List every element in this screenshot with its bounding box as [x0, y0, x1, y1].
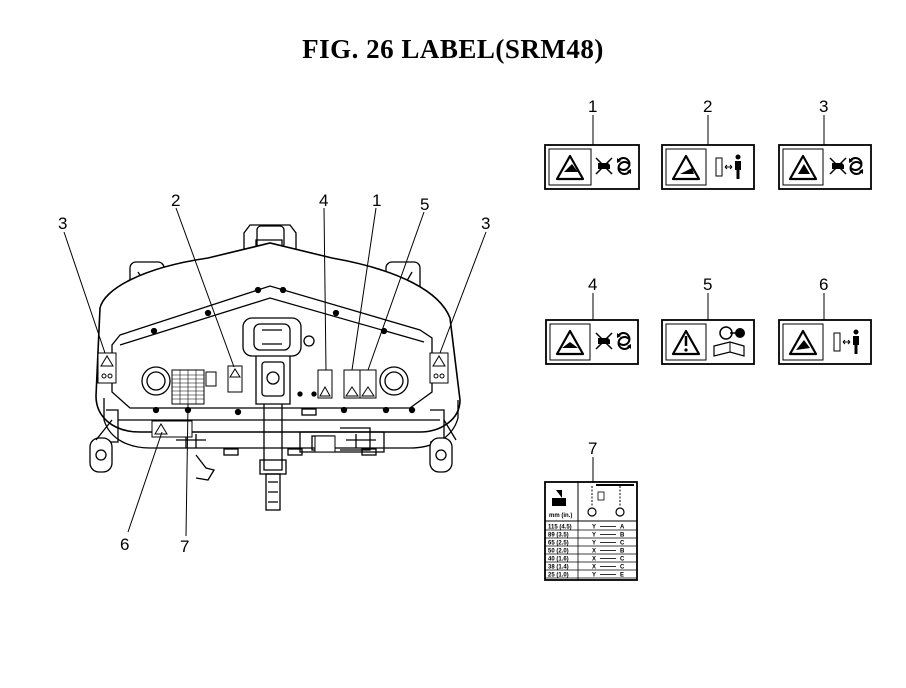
label-3-number: 3 [819, 97, 828, 116]
callout-4: 4 [319, 191, 328, 210]
label-7-cell: 25 (1.0) [548, 573, 569, 579]
label-2-number: 2 [703, 97, 712, 116]
label-7-cell: C [620, 541, 625, 547]
label-4-number: 4 [588, 275, 597, 294]
label-7-cell: 50 (2.0) [548, 549, 569, 555]
label-7-cell: X [592, 549, 596, 555]
callout-2: 2 [171, 191, 180, 210]
label-7-cell: B [620, 533, 625, 539]
callout-3-right: 3 [481, 214, 490, 233]
label-7-cell: A [620, 525, 625, 531]
machine-leader-lines [63, 207, 487, 537]
label-7-unit-header: mm (in.) [549, 513, 572, 519]
label-7-cell: C [620, 565, 625, 571]
label-3-decal: 3 [778, 97, 872, 190]
label-2-decal: 2 [661, 97, 755, 190]
label-7-cell: Y [592, 541, 596, 547]
label-6-number: 6 [819, 275, 828, 294]
machine-decals [97, 352, 449, 453]
callout-7: 7 [180, 537, 189, 556]
label-7-cell: Y [592, 573, 596, 579]
label-1-number: 1 [588, 97, 597, 116]
label-6-decal: 6 [778, 275, 872, 365]
label-7-cell: X [592, 565, 596, 571]
label-1-decal: 1 [544, 97, 640, 190]
label-7-cell: C [620, 557, 625, 563]
machine-callout-numbers: 3 2 4 1 5 3 6 7 [58, 191, 490, 556]
label-7-number: 7 [588, 439, 597, 458]
label-7-cell: B [620, 549, 625, 555]
label-7-cell: 65 (2.5) [548, 541, 569, 547]
label-7-cell: Y [592, 525, 596, 531]
label-7-cell: Y [592, 533, 596, 539]
label-5-decal: 5 [661, 275, 755, 365]
callout-3-left: 3 [58, 214, 67, 233]
label-4-decal: 4 [545, 275, 639, 365]
label-5-number: 5 [703, 275, 712, 294]
callout-1: 1 [372, 191, 381, 210]
label-7-cell: 89 (3.5) [548, 533, 569, 539]
label-7-cell: X [592, 557, 596, 563]
label-7-decal: 7 mm (in.) 115 (4.5) Y A 89 (3.5) Y B 65 (2.5)… [544, 439, 638, 581]
figure-title: FIG. 26 LABEL(SRM48) [302, 34, 604, 64]
label-7-cell: 40 (1.6) [548, 557, 569, 563]
label-7-cell: 115 (4.5) [548, 525, 572, 531]
callout-6: 6 [120, 535, 129, 554]
callout-5: 5 [420, 195, 429, 214]
label-7-cell: E [620, 573, 624, 579]
label-7-cell: 38 (1.4) [548, 565, 569, 571]
